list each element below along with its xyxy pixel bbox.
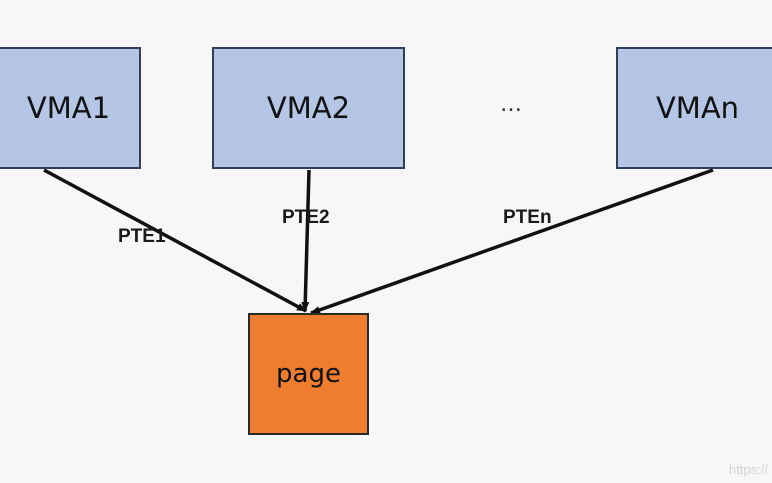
- vma1-node: VMA1: [0, 47, 141, 169]
- vman-node: VMAn: [616, 47, 772, 169]
- page-node: page: [248, 313, 369, 435]
- vman-label: VMAn: [655, 91, 740, 125]
- arrow-pte1: [43, 168, 307, 313]
- watermark: https://: [728, 462, 768, 477]
- page-label: page: [276, 359, 341, 389]
- arrow-pten: [310, 168, 714, 315]
- vma2-label: VMA2: [266, 91, 351, 125]
- edge-label-pten: PTEn: [503, 207, 552, 228]
- vma1-label: VMA1: [26, 91, 111, 125]
- arrow-pte2: [301, 169, 311, 312]
- edge-label-pte1: PTE1: [118, 226, 166, 247]
- ellipsis: …: [500, 92, 528, 117]
- vma2-node: VMA2: [212, 47, 405, 169]
- edge-label-pte2: PTE2: [282, 207, 330, 228]
